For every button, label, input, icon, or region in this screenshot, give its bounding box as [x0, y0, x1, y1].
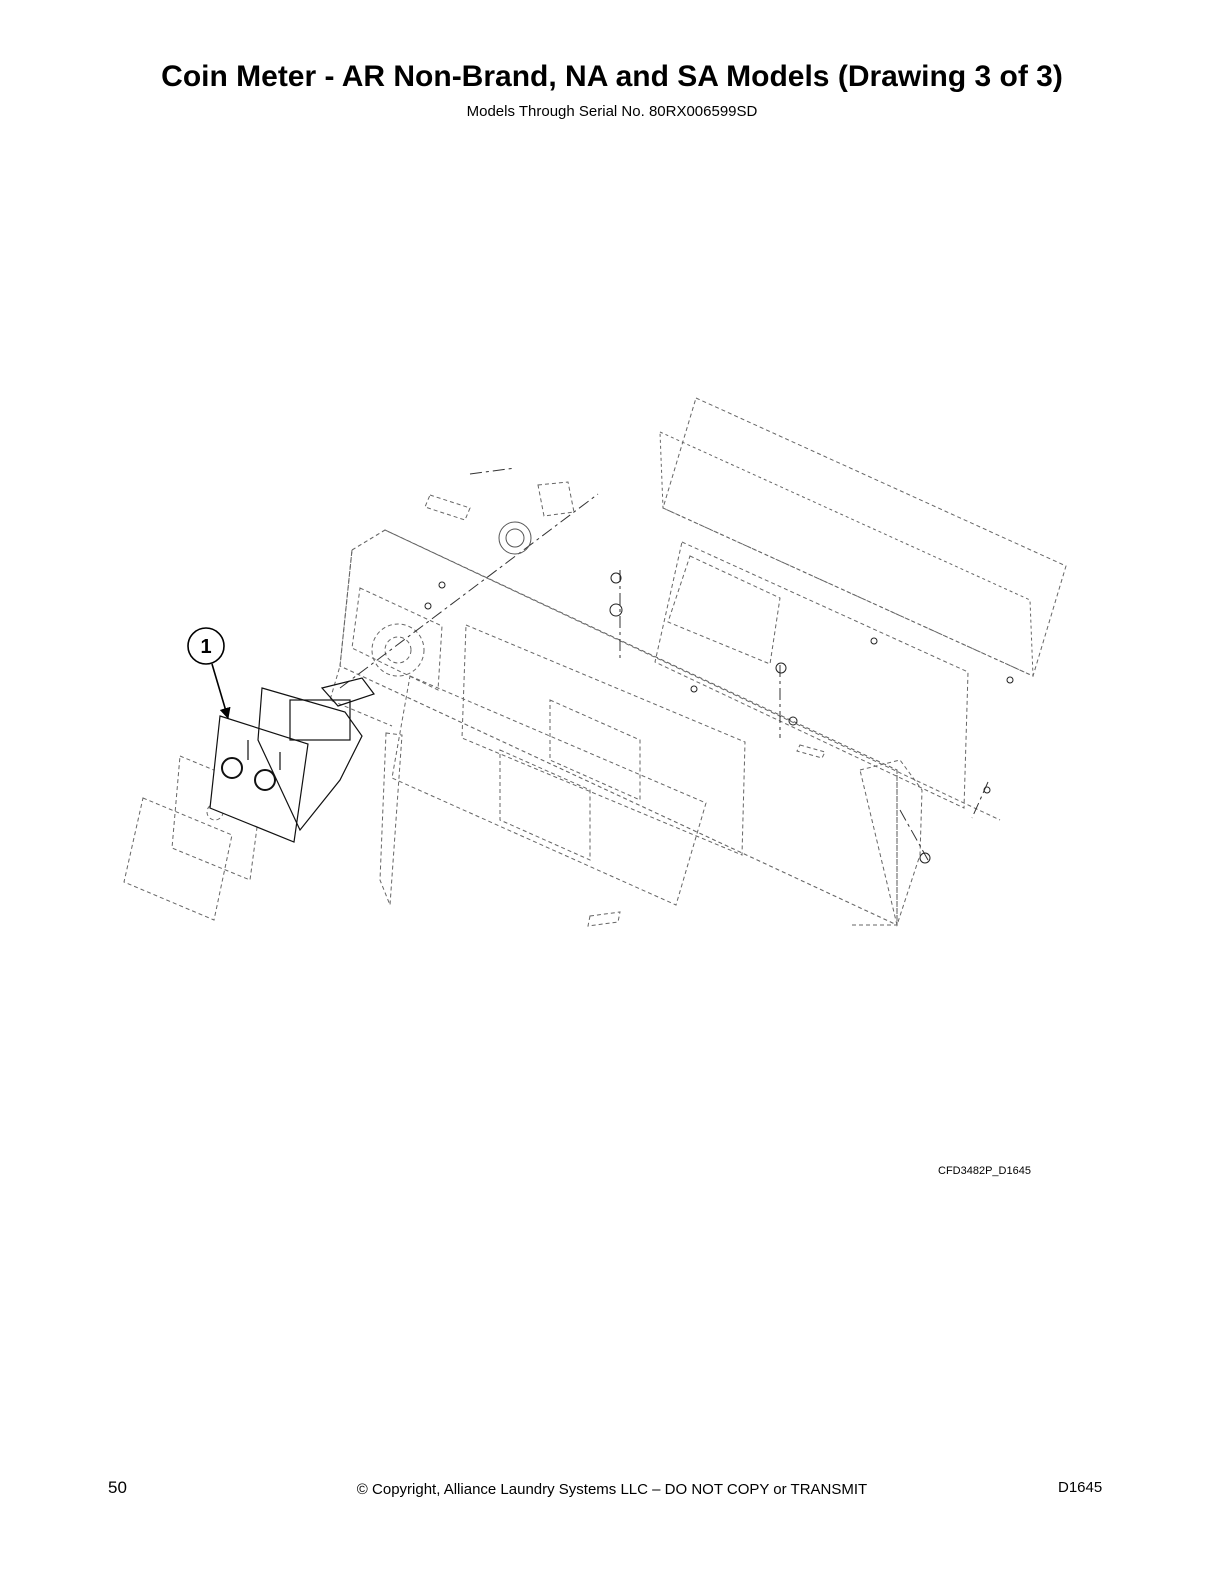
- console-housing: [329, 529, 1001, 927]
- page-subtitle: Models Through Serial No. 80RX006599SD: [466, 103, 758, 120]
- document-code: D1645: [1058, 1479, 1103, 1496]
- mounting-plate: [351, 587, 443, 691]
- drawing-code: CFD3482P_D1645: [938, 1165, 1031, 1177]
- rear-trim-panel: [659, 397, 1067, 677]
- control-board-bracket: [654, 541, 969, 809]
- assembly-centerlines: [339, 467, 989, 861]
- copyright-notice: © Copyright, Alliance Laundry Systems LL…: [356, 1481, 868, 1498]
- callout-1: 1: [187, 627, 231, 720]
- hardware-items: [424, 481, 826, 927]
- coin-meter-assembly: [209, 677, 375, 843]
- page-number: 50: [108, 1478, 127, 1497]
- fasteners: [424, 521, 1014, 864]
- page-title: Coin Meter - AR Non-Brand, NA and SA Mod…: [161, 60, 1063, 93]
- control-panel-overlay: [379, 624, 746, 906]
- callout-1-label: 1: [200, 636, 211, 658]
